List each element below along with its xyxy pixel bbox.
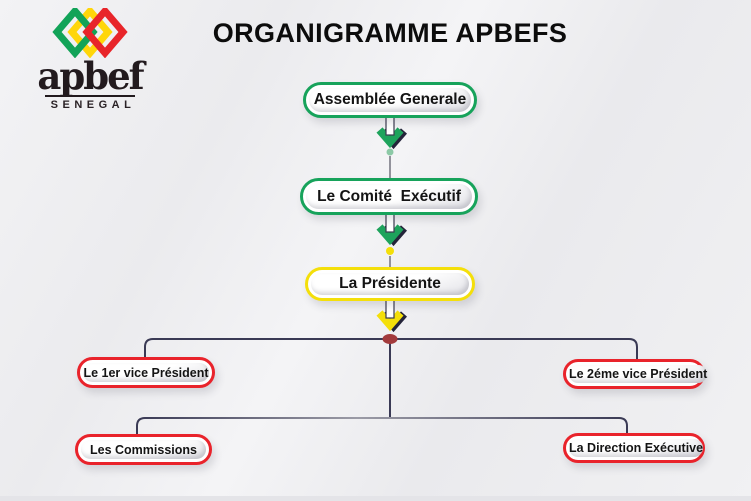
node-label: Le 1er vice Président (83, 365, 209, 380)
node-label: Le Comité Exécutif (317, 187, 461, 205)
logo-yellow-link (67, 8, 113, 58)
node-label: Le 2éme vice Président (569, 367, 708, 381)
apbef-logo-mark-icon (52, 8, 128, 58)
node-les-commissions: Les Commissions (75, 434, 212, 465)
node-la-presidente: La Présidente (305, 267, 475, 301)
logo-green-link (52, 8, 98, 58)
connector-dot-yellow (386, 247, 394, 255)
node-comite-executif: Le Comité Exécutif (300, 178, 478, 215)
page-title: ORGANIGRAMME APBEFS (212, 18, 568, 48)
node-1er-vice-president: Le 1er vice Président (77, 357, 215, 388)
logo-red-link (82, 8, 128, 58)
node-label: La Présidente (339, 275, 441, 292)
junction-dot-maroon (382, 334, 398, 344)
node-label: La Direction Exécutive (569, 441, 704, 455)
arrow-down-icon-1 (376, 116, 408, 150)
tree-line-lower (136, 417, 628, 434)
logo-subtitle-text: SENEGAL (44, 95, 136, 111)
logo-brand-text: apbef (37, 54, 144, 98)
node-assemblee-generale: Assemblée Generale (303, 82, 477, 118)
apbef-logo: apbef SENEGAL (26, 8, 154, 113)
arrow-down-icon-3 (376, 299, 408, 333)
node-direction-executive: La Direction Exécutive (563, 433, 705, 463)
connector-dot-green (386, 148, 394, 156)
arrow-down-icon-2 (376, 213, 408, 247)
node-label: Les Commissions (90, 442, 197, 457)
tree-line-upper (144, 338, 638, 360)
node-2eme-vice-president: Le 2éme vice Président (563, 359, 708, 389)
bottom-edge-shade (0, 496, 751, 501)
node-label: Assemblée Generale (313, 91, 467, 108)
